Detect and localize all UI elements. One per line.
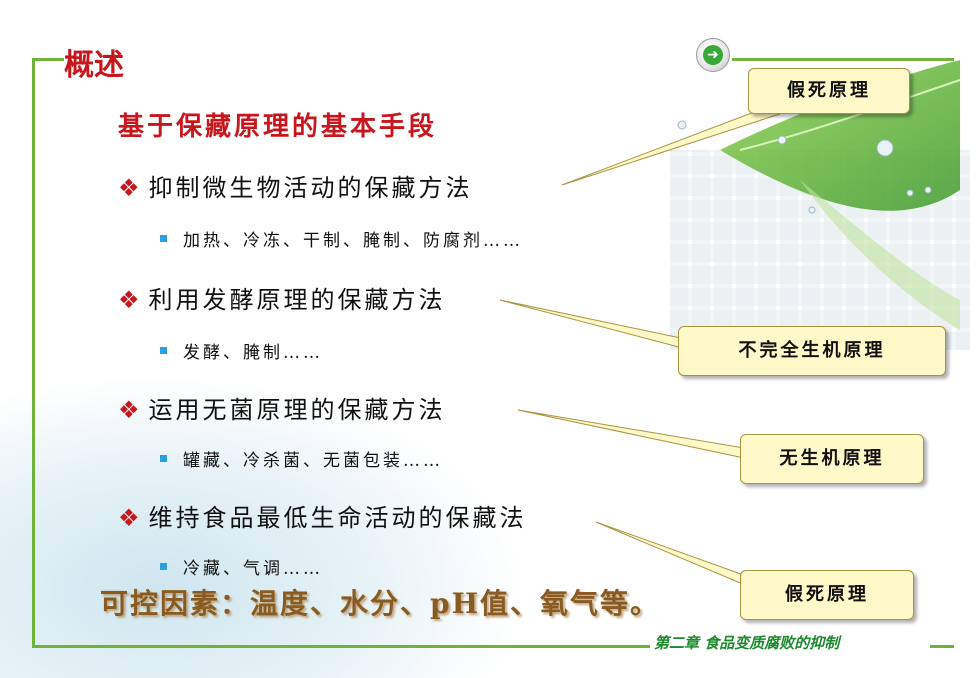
method-sub: 发酵、腌制…… [160,338,323,363]
method-examples: 发酵、腌制…… [183,343,323,363]
method-item: ❖抑制微生物活动的保藏方法 [118,168,473,203]
next-slide-button[interactable]: ➜ [696,38,730,72]
frame-top-left [32,58,64,61]
callout-principle: 不完全生机原理 [678,326,946,376]
frame-bottom-right [930,645,954,648]
arrow-right-icon: ➜ [703,45,723,65]
frame-bottom-left [32,645,650,648]
method-sub: 冷藏、气调…… [160,554,323,579]
method-sub: 罐藏、冷杀菌、无菌包装…… [160,446,443,471]
method-examples: 罐藏、冷杀菌、无菌包装…… [183,451,443,471]
callout-principle: 无生机原理 [740,434,924,484]
method-examples: 冷藏、气调…… [183,559,323,579]
method-sub: 加热、冷冻、干制、腌制、防腐剂…… [160,226,523,251]
method-label: 抑制微生物活动的保藏方法 [148,174,473,202]
square-bullet-icon [160,347,167,354]
method-item: ❖运用无菌原理的保藏方法 [118,390,446,425]
diamond-bullet-icon: ❖ [118,174,143,202]
controllable-factors: 可控因素：温度、水分、pH值、氧气等。 [100,587,661,620]
square-bullet-icon [160,455,167,462]
method-examples: 加热、冷冻、干制、腌制、防腐剂…… [183,231,523,251]
frame-left [32,58,35,648]
frame-top-right [732,58,954,61]
diamond-bullet-icon: ❖ [118,286,143,314]
method-item: ❖维持食品最低生命活动的保藏法 [118,498,527,533]
diamond-bullet-icon: ❖ [118,396,143,424]
callout-principle: 假死原理 [748,68,910,114]
subtitle: 基于保藏原理的基本手段 [118,112,438,142]
method-item: ❖利用发酵原理的保藏方法 [118,280,446,315]
page-title: 概述 [64,48,124,83]
method-label: 运用无菌原理的保藏方法 [148,396,446,424]
callout-principle: 假死原理 [740,570,914,620]
method-label: 维持食品最低生命活动的保藏法 [148,504,527,532]
square-bullet-icon [160,235,167,242]
method-label: 利用发酵原理的保藏方法 [148,286,446,314]
diamond-bullet-icon: ❖ [118,504,143,532]
background-wave [0,380,520,678]
chapter-footer: 第二章 食品变质腐败的抑制 [654,634,840,652]
square-bullet-icon [160,563,167,570]
